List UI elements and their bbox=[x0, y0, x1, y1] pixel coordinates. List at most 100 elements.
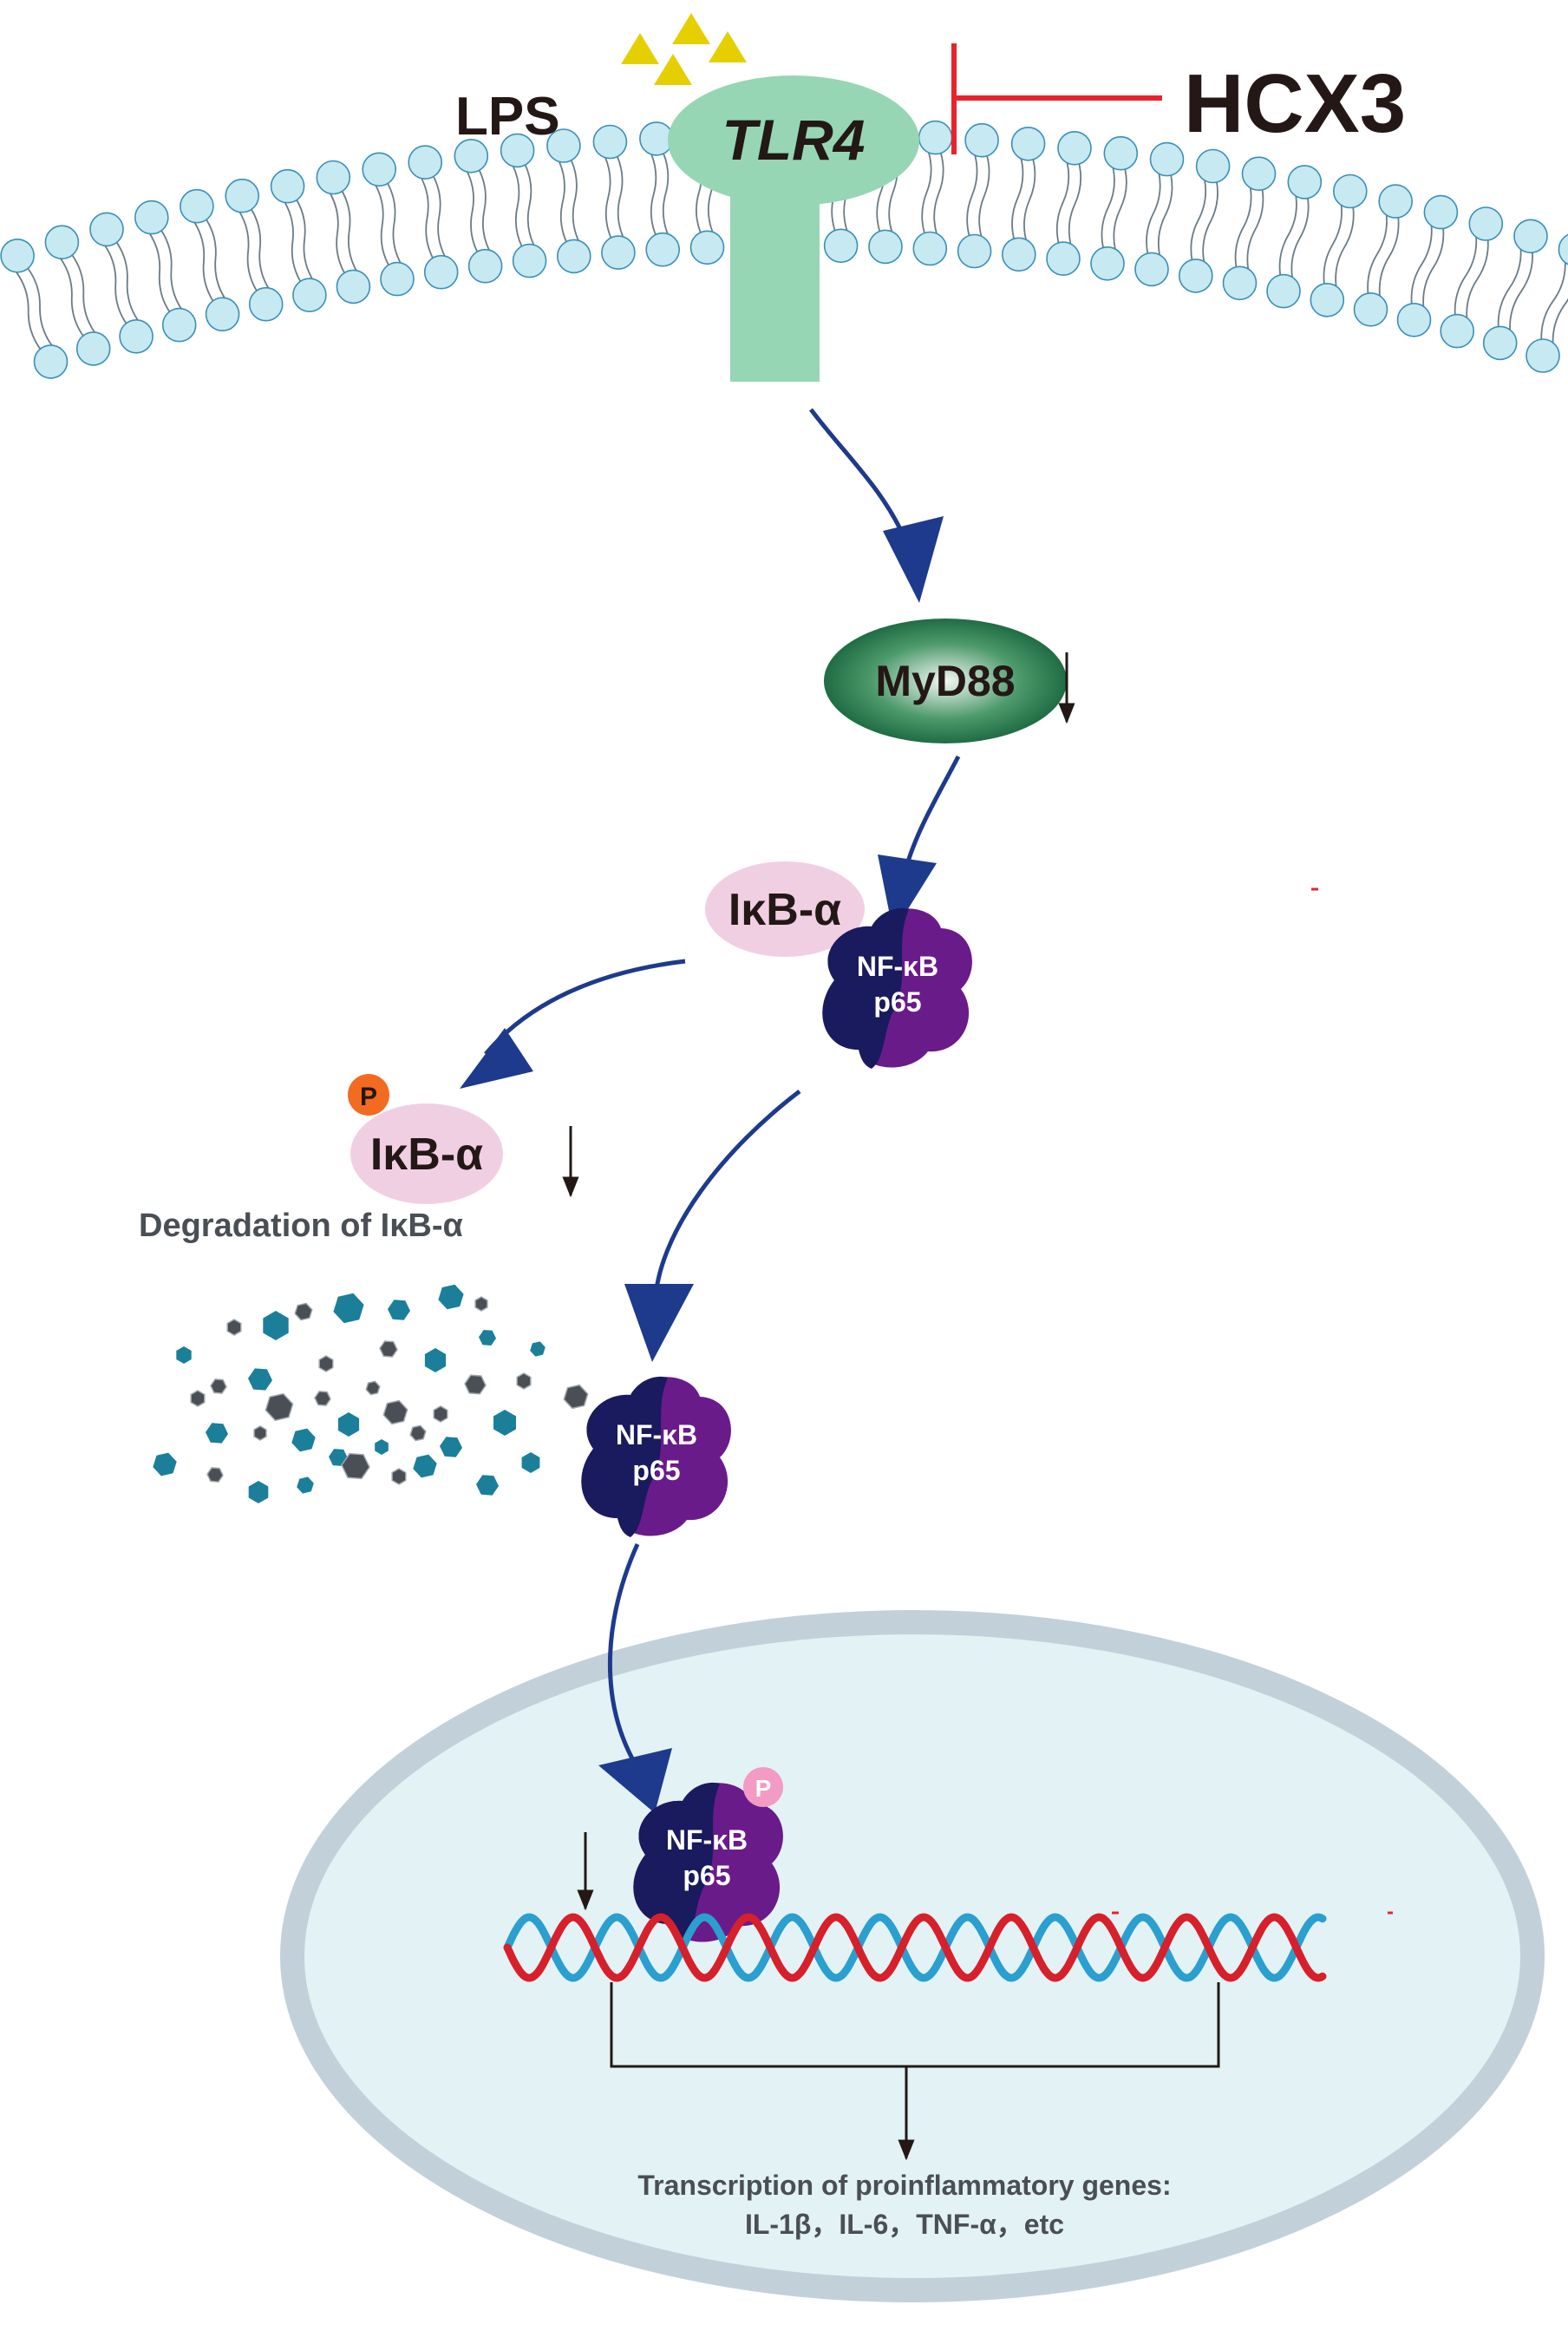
lipid-tail bbox=[978, 154, 990, 238]
lipid-tail bbox=[296, 199, 314, 280]
lipid-head-outer bbox=[1057, 131, 1092, 166]
lipid-tail bbox=[921, 152, 932, 234]
debris-fragment bbox=[337, 1412, 360, 1437]
lipid-tail bbox=[160, 229, 183, 310]
myd88-node: MyD88 bbox=[824, 619, 1075, 743]
debris-fragment bbox=[190, 1390, 206, 1407]
lipid-head-outer bbox=[1468, 206, 1504, 241]
lipid-head-inner bbox=[336, 269, 371, 304]
lipid-tail bbox=[115, 241, 140, 322]
lipid-tail bbox=[1023, 159, 1036, 241]
debris-fragment bbox=[530, 1341, 546, 1357]
lipid-tail bbox=[1202, 181, 1218, 263]
lipid-head-inner bbox=[556, 239, 591, 274]
lipid-tail bbox=[524, 164, 535, 246]
lipid-tail bbox=[1422, 227, 1445, 308]
lipid-tail bbox=[1509, 252, 1533, 331]
phospho-badge-label: P bbox=[360, 1083, 377, 1111]
lipid-head-outer bbox=[225, 178, 260, 213]
lipid-head-outer bbox=[1149, 141, 1185, 177]
lipid-tail bbox=[71, 253, 96, 334]
debris-fragment bbox=[388, 1300, 410, 1320]
debris-fragment bbox=[248, 1481, 269, 1503]
lipid-tail bbox=[1157, 174, 1173, 256]
nfkb-blob-dark bbox=[581, 1376, 668, 1537]
lps-triangles bbox=[621, 13, 747, 85]
arrow-ikba-to-phospho bbox=[484, 959, 686, 1056]
nfkb-top-label-2: p65 bbox=[873, 986, 921, 1018]
nfkb-top-label-1: NF-κB bbox=[857, 951, 938, 982]
lipid-head-outer bbox=[1378, 184, 1413, 219]
lipid-tail bbox=[1378, 217, 1400, 297]
arrow-complex-to-free-nfkb bbox=[652, 1090, 801, 1311]
nfkb-p65-free bbox=[581, 1376, 731, 1537]
debris-fragment bbox=[563, 1384, 589, 1410]
lipid-head-inner bbox=[1353, 291, 1388, 327]
lipid-tail bbox=[1011, 157, 1024, 240]
lipid-head-inner bbox=[1440, 313, 1474, 349]
ikba-top-label: IκB-α bbox=[728, 885, 841, 935]
lipid-tail bbox=[1234, 187, 1252, 268]
ikba-phospho-label: IκB-α bbox=[370, 1129, 483, 1180]
lipid-head-inner bbox=[1222, 265, 1258, 301]
debris-fragment bbox=[382, 1399, 408, 1425]
lipid-head-inner bbox=[689, 230, 725, 265]
lipid-head-inner bbox=[1090, 246, 1125, 281]
pathway-arrowheads bbox=[460, 516, 944, 1813]
lipid-tail bbox=[329, 193, 346, 274]
debris-fragment bbox=[206, 1467, 224, 1483]
lipid-tail bbox=[432, 175, 447, 258]
nfkb-phospho-badge-label: P bbox=[755, 1775, 772, 1802]
lipid-head-outer bbox=[1195, 148, 1231, 184]
arrowhead-free-nfkb bbox=[624, 1284, 694, 1362]
lipid-head-outer bbox=[546, 128, 581, 163]
lipid-head-outer bbox=[362, 152, 397, 187]
lipid-tail bbox=[341, 190, 357, 272]
nfkb-blob-dark bbox=[633, 1782, 720, 1943]
tlr4-receptor: TLR4 bbox=[668, 75, 919, 382]
lipid-head-inner bbox=[292, 278, 327, 312]
lipid-head-inner bbox=[1046, 241, 1081, 276]
lipid-head-outer bbox=[134, 200, 169, 235]
arrow-myd88-to-ikba bbox=[901, 755, 961, 877]
lps-triangle bbox=[672, 13, 710, 44]
lipid-tail bbox=[1290, 197, 1310, 278]
lipid-tail bbox=[1497, 248, 1522, 328]
nfkb-mid-label-1: NF-κB bbox=[616, 1419, 697, 1450]
debris-fragment bbox=[176, 1346, 192, 1364]
arrowhead-myd88 bbox=[883, 516, 944, 603]
lipid-head-outer bbox=[1287, 165, 1323, 200]
lipid-tail bbox=[375, 184, 390, 266]
debris-fragment bbox=[516, 1372, 532, 1390]
lipid-tail bbox=[1190, 180, 1207, 261]
hcx3-inhibition: HCX3 bbox=[951, 43, 1406, 154]
lps-triangle bbox=[621, 33, 659, 64]
nfkb-blob-dark bbox=[822, 907, 909, 1069]
debris-fragment bbox=[413, 1454, 437, 1478]
lipid-head-inner bbox=[248, 286, 284, 322]
nfkb-p65-complexed bbox=[822, 907, 972, 1069]
tlr4-label: TLR4 bbox=[722, 108, 866, 172]
transcription-title: Transcription of proinflammatory genes: bbox=[637, 2170, 1171, 2201]
lipid-tail bbox=[1113, 168, 1127, 250]
nfkb-phospho-badge-pink bbox=[743, 1767, 783, 1807]
debris-fragment bbox=[210, 1378, 227, 1394]
lps-triangle bbox=[709, 31, 747, 62]
lipid-head-outer bbox=[1513, 219, 1548, 254]
lipid-head-outer bbox=[918, 120, 953, 155]
hcx3-label: HCX3 bbox=[1184, 57, 1406, 150]
lipid-head-inner bbox=[75, 331, 111, 366]
lipid-tail bbox=[1410, 225, 1433, 304]
lipid-tail bbox=[966, 154, 978, 237]
lipid-tail bbox=[1466, 239, 1489, 319]
lipid-tail bbox=[1146, 173, 1161, 254]
phospho-ikba: IκB-α P Degradation of IκB-α bbox=[139, 1074, 579, 1244]
degradation-label: Degradation of IκB-α bbox=[139, 1208, 463, 1244]
lipid-head-inner bbox=[380, 261, 415, 297]
lipid-tail bbox=[1367, 214, 1388, 294]
lipid-head-inner bbox=[161, 307, 197, 343]
lipid-head-outer bbox=[0, 238, 35, 273]
debris-fragment bbox=[226, 1319, 242, 1336]
debris-fragment bbox=[314, 1391, 331, 1406]
lipid-tail bbox=[284, 201, 302, 283]
